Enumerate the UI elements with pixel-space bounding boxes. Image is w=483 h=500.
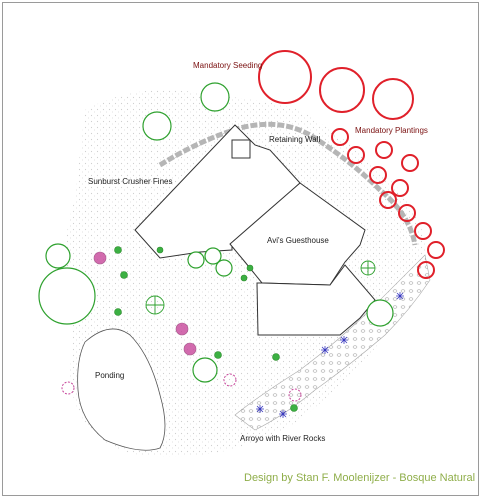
mandatory-seeding-circles [258,50,414,120]
small-shrubs [114,246,298,412]
dashed-plants [61,373,302,402]
purple-plants [93,251,197,356]
label-ponding: Ponding [95,371,124,380]
house-step [231,139,251,159]
label-arroyo: Arroyo with River Rocks [240,434,325,443]
mandatory-plantings-circles [331,128,445,279]
retaining-wall [158,121,418,246]
shrubs [38,82,394,383]
arroyo-river-rocks [234,254,431,431]
label-sunburst-crusher-fines: Sunburst Crusher Fines [88,177,172,186]
accent-symbols [145,260,376,315]
label-retaining-wall: Retaining Wall [269,135,321,144]
main-house [134,124,376,336]
label-guesthouse: Avi's Guesthouse [267,236,329,245]
ponding-area [77,328,166,451]
label-mandatory-plantings: Mandatory Plantings [355,126,428,135]
design-credit: Design by Stan F. Moolenijzer - Bosque N… [244,472,475,484]
blue-star-plants [256,292,404,418]
label-mandatory-seeding: Mandatory Seeding [193,61,262,70]
